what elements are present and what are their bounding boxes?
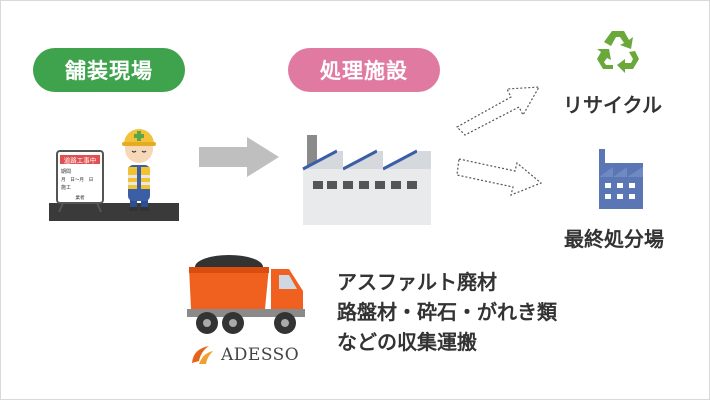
sign-title: 道路工事中	[64, 156, 97, 165]
factory-icon	[302, 135, 431, 225]
paving-site-illustration: 道路工事中 期間 月 日～月 日 施工 業者	[49, 129, 179, 221]
construction-sign-icon: 道路工事中 期間 月 日～月 日 施工 業者	[56, 150, 104, 213]
sign-line3: 施工	[61, 184, 71, 191]
description-line-2: 路盤材・砕石・がれき類	[337, 300, 557, 324]
facility-label: 処理施設	[320, 59, 408, 83]
site-pill: 舗装現場	[33, 48, 185, 92]
sign-footer: 業者	[75, 194, 85, 201]
facility-pill: 処理施設	[288, 48, 440, 92]
description-line-1: アスファルト廃材	[337, 270, 497, 294]
site-label: 舗装現場	[65, 59, 153, 83]
brand-logo: ADESSO	[189, 343, 299, 367]
dump-truck-icon	[187, 255, 305, 334]
flow-arrow-site-to-facility	[199, 137, 279, 177]
recycle-icon	[597, 31, 639, 73]
landfill-factory-icon	[599, 149, 643, 209]
sign-line1: 期間	[61, 169, 71, 175]
adesso-logo-icon	[192, 346, 213, 364]
ground-strip	[49, 203, 179, 221]
flow-arrow-to-landfill	[456, 158, 543, 196]
description-line-3: などの収集運搬	[337, 330, 477, 354]
flow-arrow-to-recycle	[456, 86, 541, 136]
landfill-label: 最終処分場	[564, 227, 664, 251]
transport-description: アスファルト廃材 路盤材・砕石・がれき類 などの収集運搬	[337, 267, 557, 357]
sign-line2: 月 日～月 日	[61, 177, 93, 183]
brand-name: ADESSO	[221, 345, 300, 365]
worker-icon	[122, 129, 156, 211]
recycle-label: リサイクル	[563, 93, 662, 117]
